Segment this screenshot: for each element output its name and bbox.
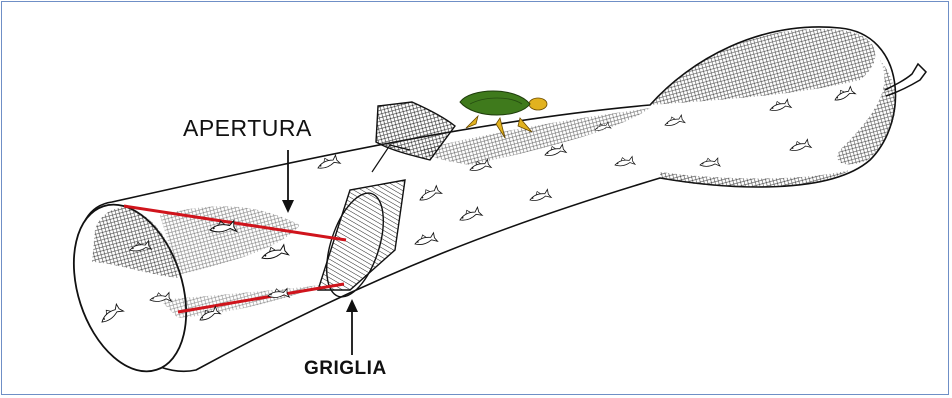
grid-label: GRIGLIA [304,358,387,380]
opening-label: APERTURA [183,115,312,142]
griglia-arrow [346,299,358,355]
